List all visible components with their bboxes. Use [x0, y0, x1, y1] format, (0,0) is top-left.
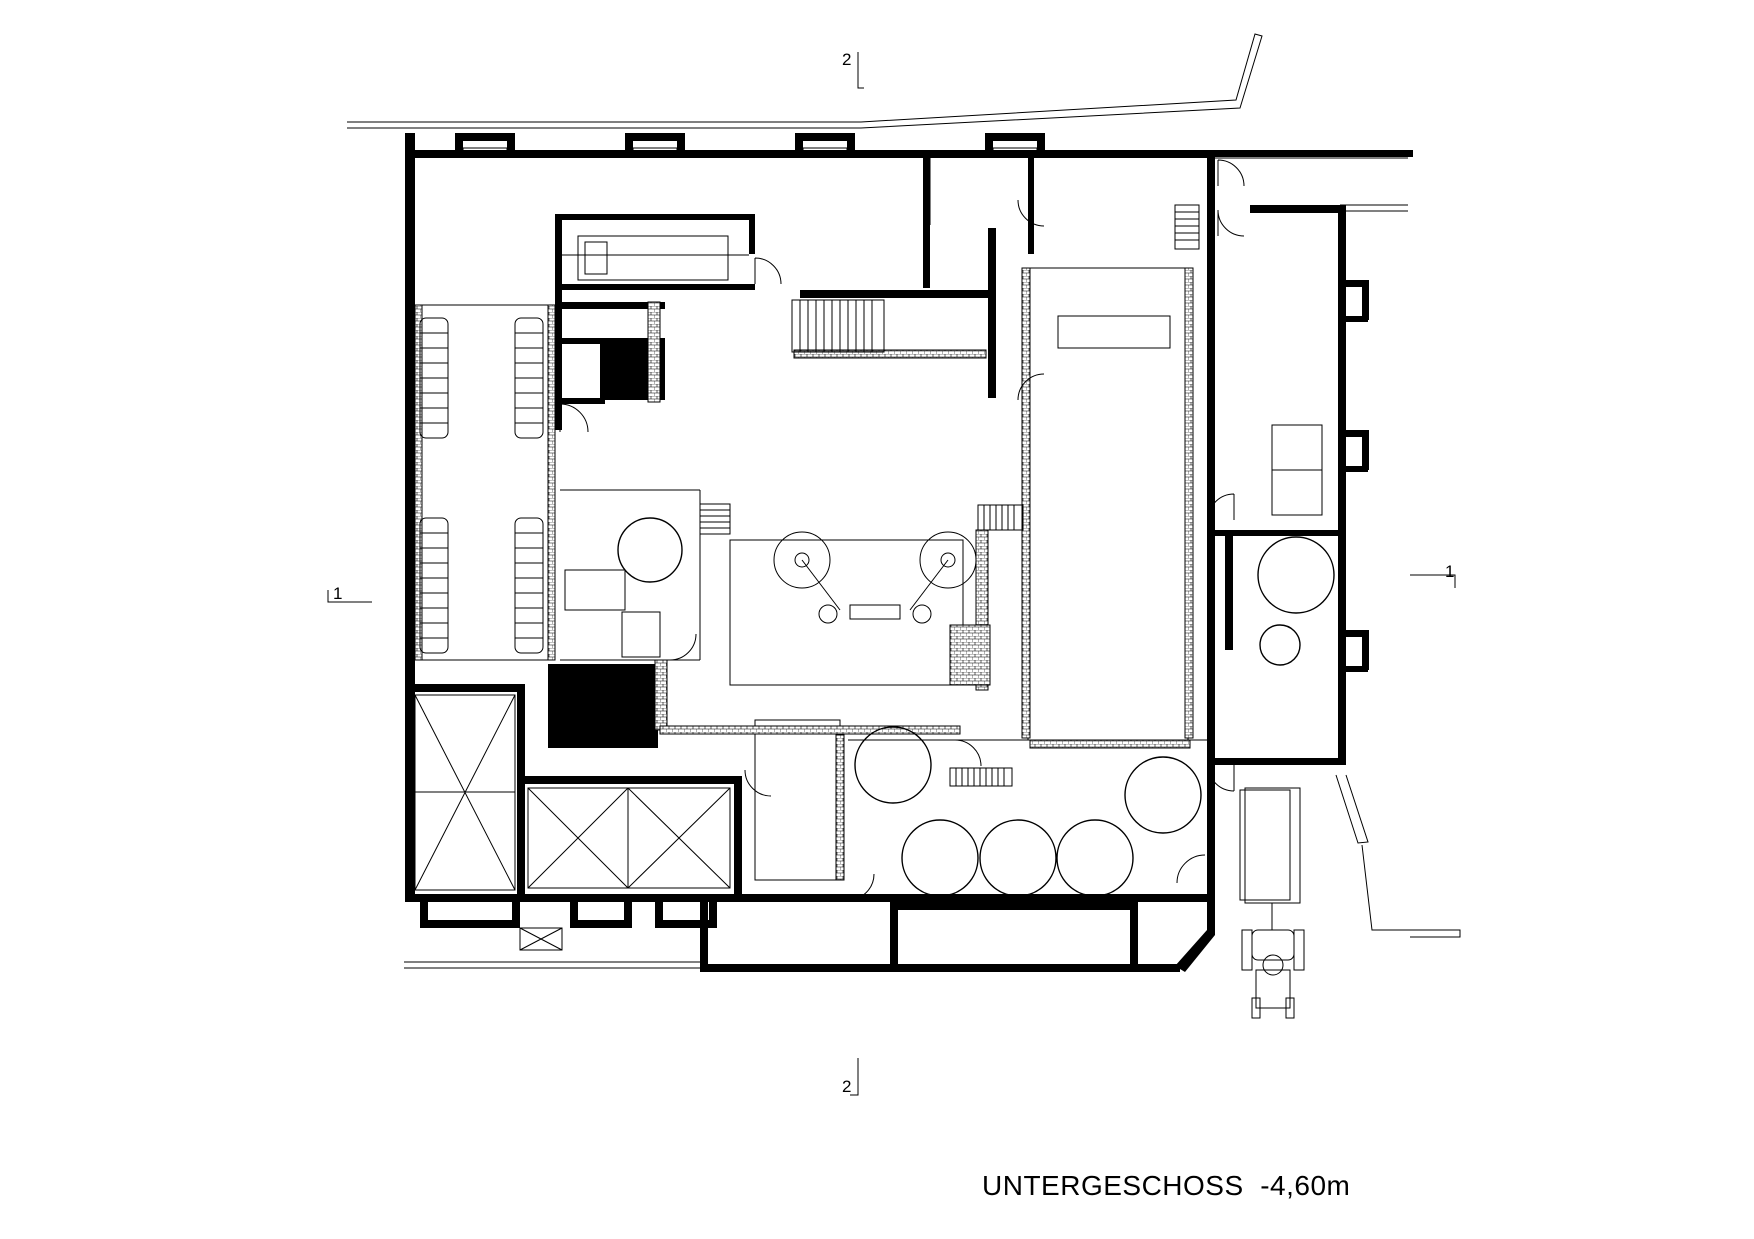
- section-marker-bottom: 2: [842, 1077, 852, 1096]
- press-equipment: [773, 531, 977, 624]
- section-marker-left: 1: [333, 584, 343, 603]
- drawing-title: UNTERGESCHOSS -4,60m: [982, 1170, 1351, 1201]
- partitions: [415, 158, 1207, 881]
- fixtures: [564, 235, 1323, 901]
- right-window-bays: [1338, 280, 1369, 672]
- stair-right: [1174, 204, 1200, 250]
- barrel-racks: [419, 317, 544, 654]
- section-marker-top: 2: [842, 50, 852, 69]
- stair-small: [699, 503, 1024, 787]
- interior-walls: [405, 158, 1233, 896]
- storage-cells: [414, 694, 731, 891]
- door-swings: [559, 159, 1245, 901]
- tractor-with-trailer: [1241, 787, 1305, 1019]
- section-marker-right: 1: [1445, 562, 1455, 581]
- storage-tanks: [617, 517, 1335, 897]
- masonry-strips: [414, 267, 1194, 881]
- site-outline: [347, 33, 1461, 969]
- section-cut-lines: [327, 52, 1456, 1096]
- top-window-bays: [455, 133, 1045, 155]
- stair-main: [791, 299, 885, 353]
- bottom-window-bays: [420, 898, 717, 951]
